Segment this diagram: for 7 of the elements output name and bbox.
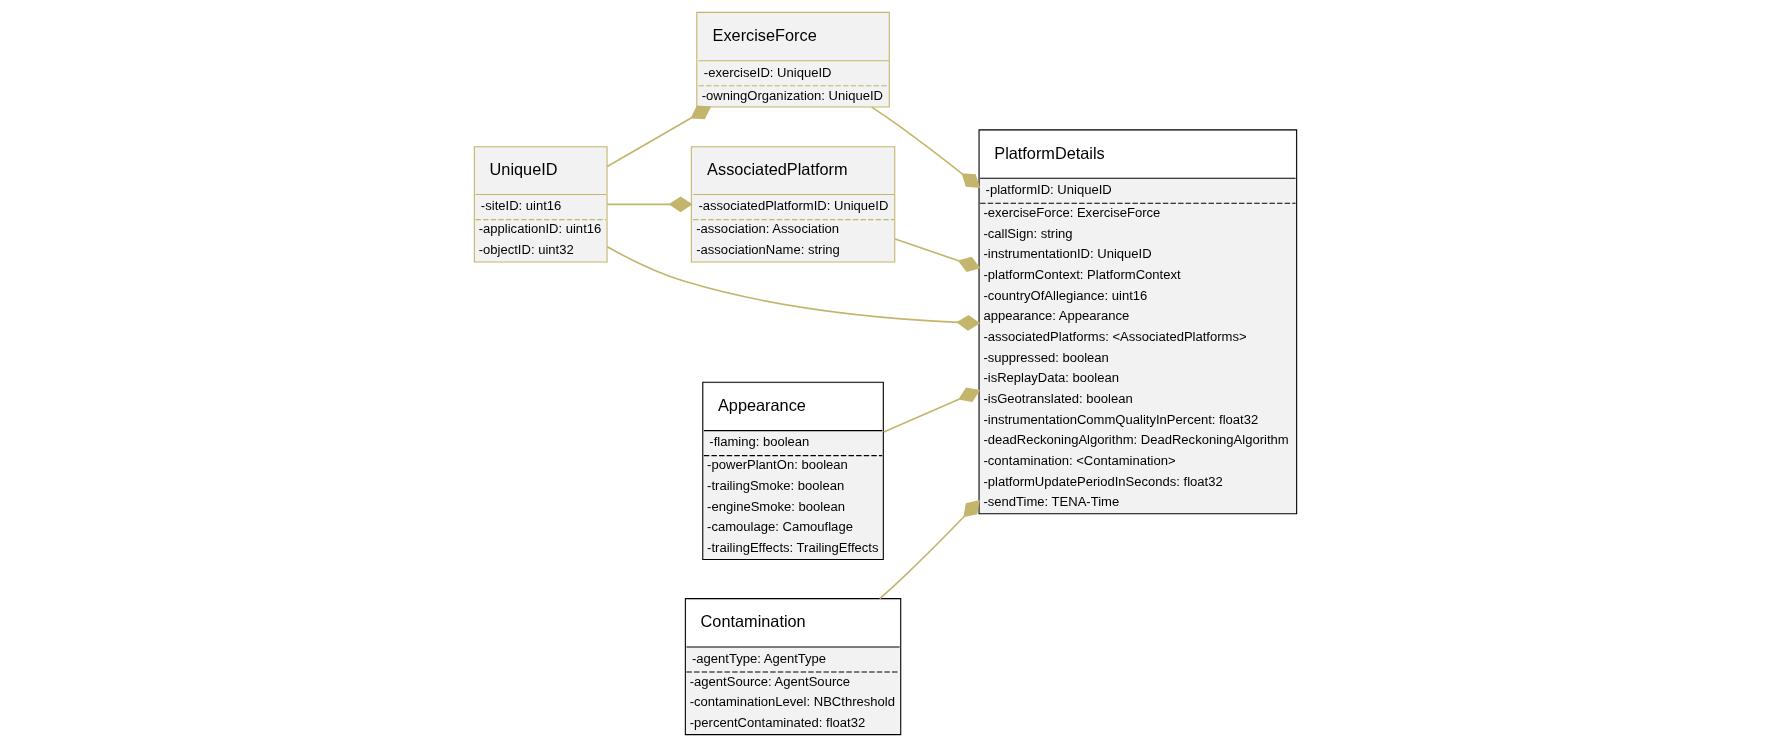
- connector: [894, 238, 981, 272]
- connector: [878, 500, 980, 600]
- connector: [606, 196, 693, 213]
- connector: [606, 245, 981, 331]
- connector: [882, 387, 981, 433]
- connector: [870, 106, 981, 188]
- connector: [606, 105, 712, 168]
